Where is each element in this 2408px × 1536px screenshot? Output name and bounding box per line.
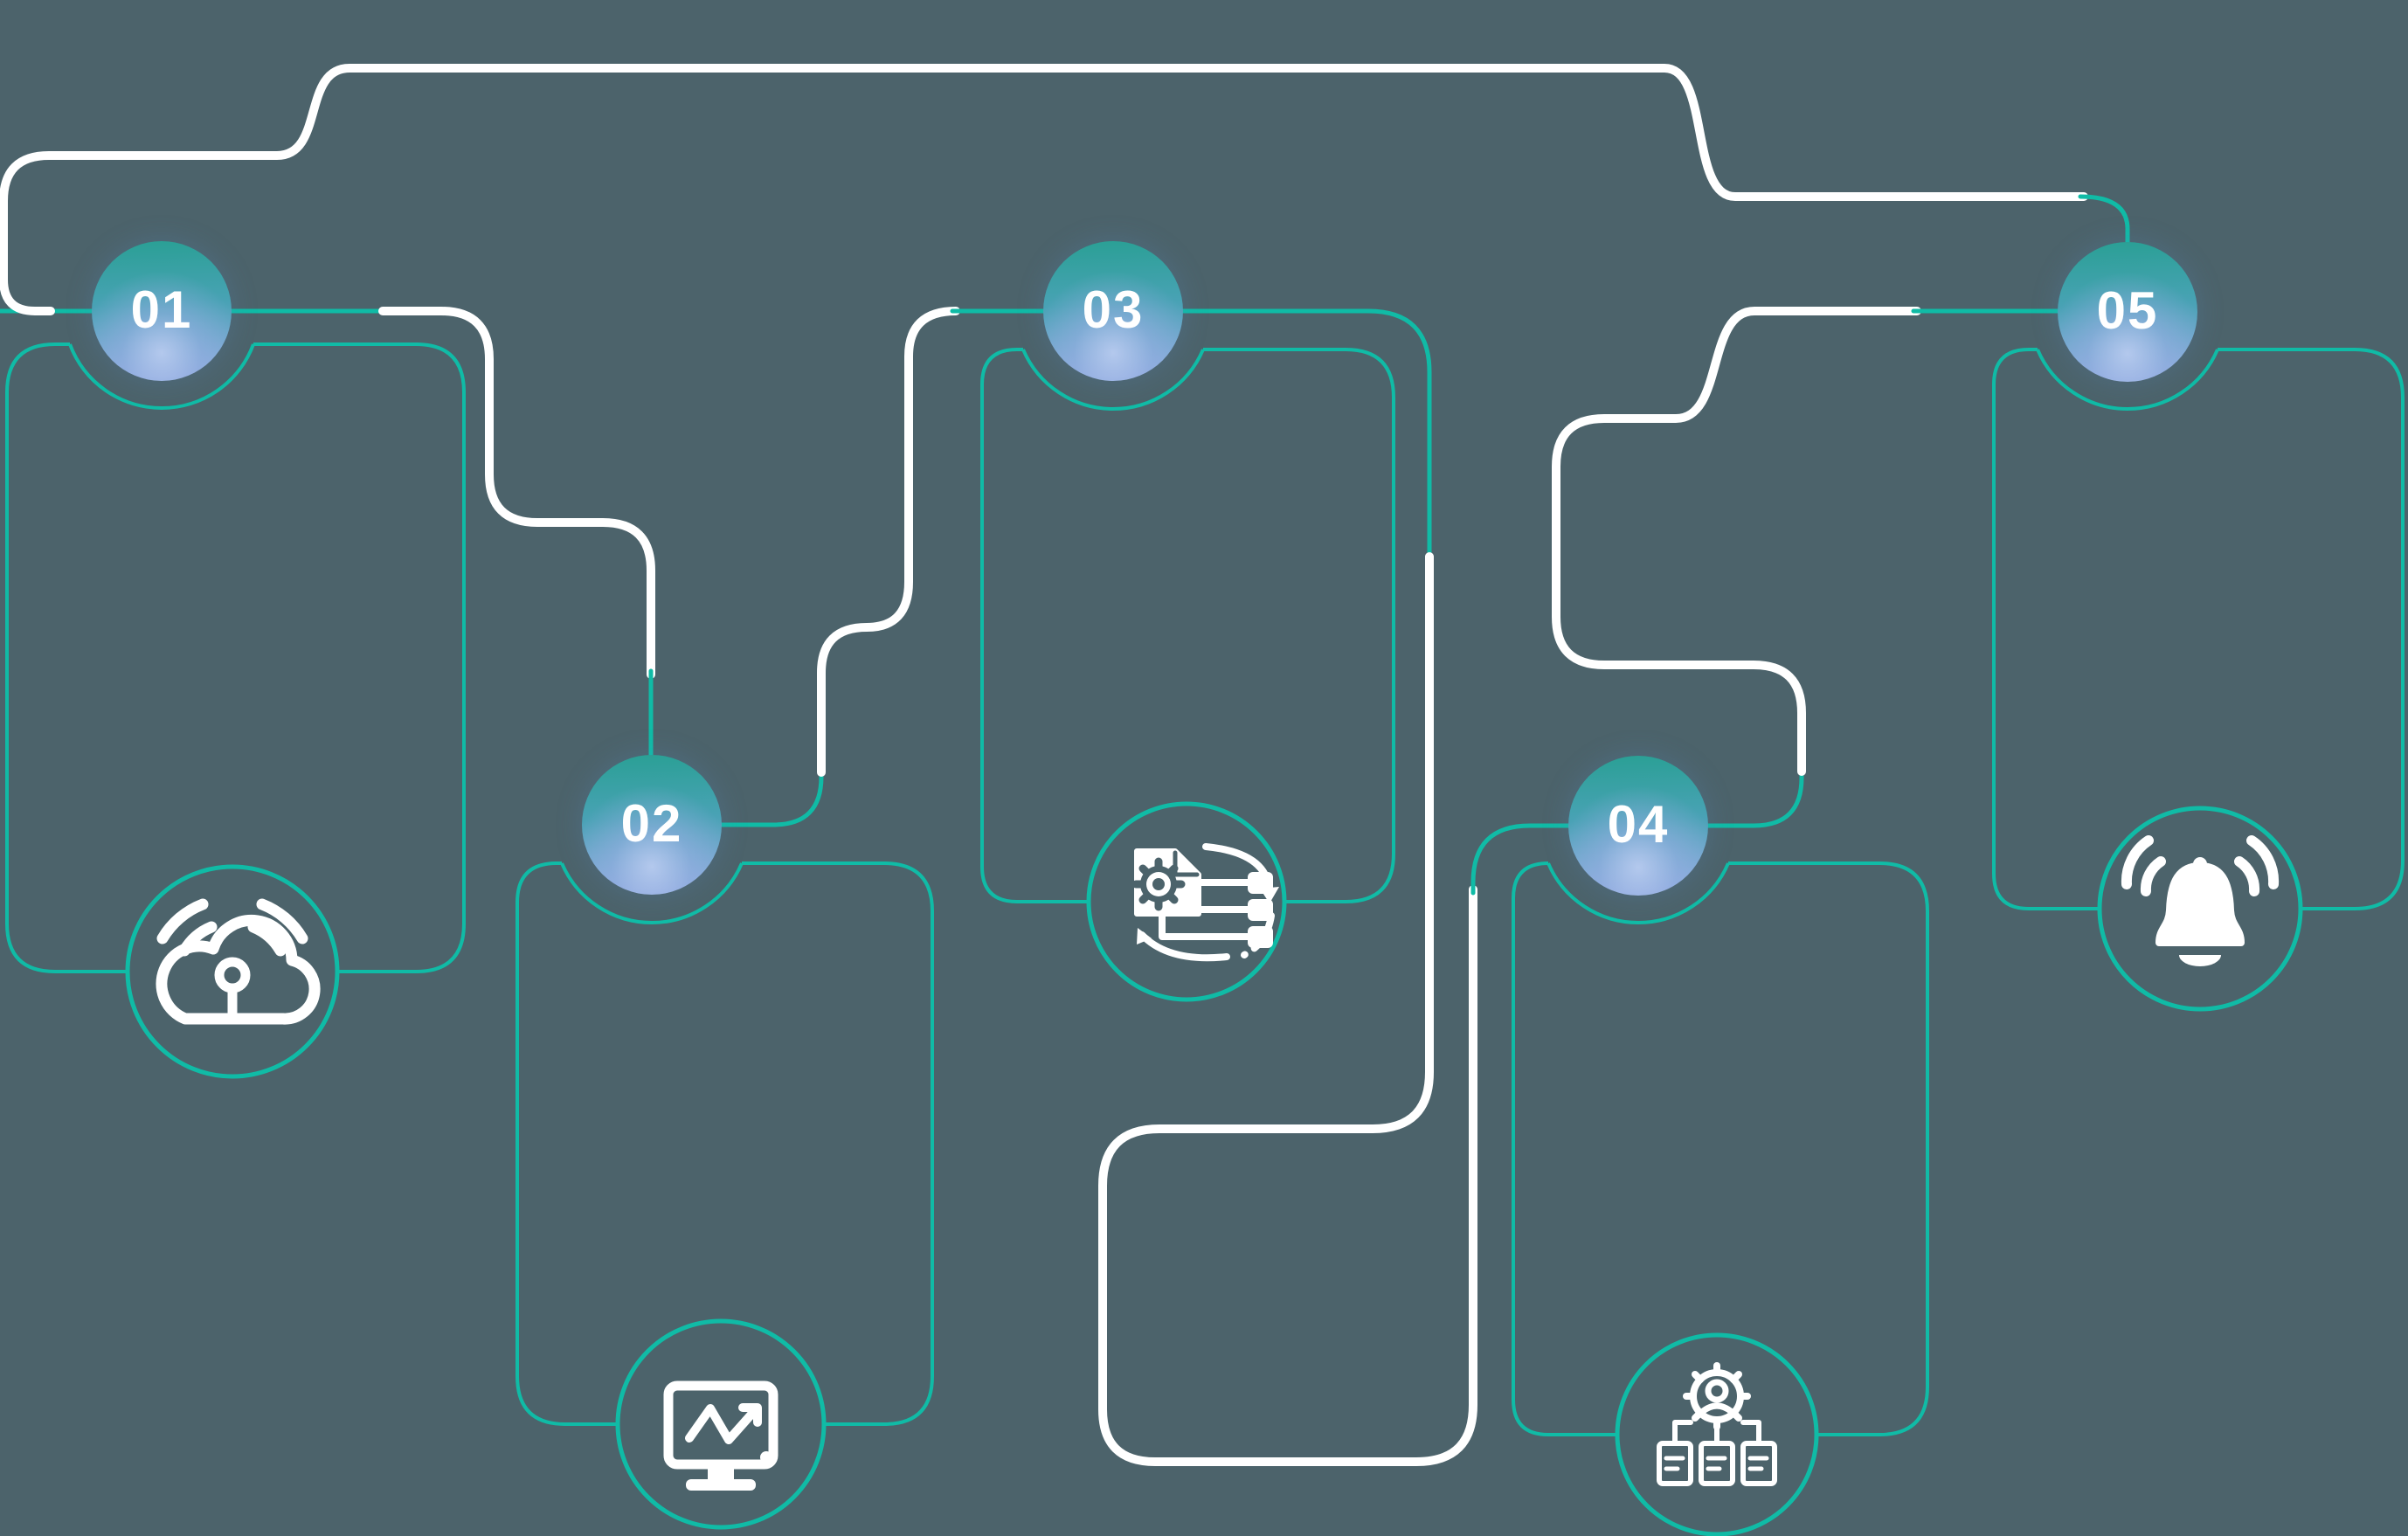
step-number-02: 02: [620, 793, 683, 853]
team-documents-icon: [1657, 1362, 1777, 1486]
connector-04-05-white: [1552, 307, 1921, 776]
connector-03-04-white: [1098, 552, 1477, 1466]
step-number-03: 03: [1082, 280, 1145, 339]
icon-circle-02: [615, 1318, 827, 1530]
step-badge-04: 04: [1568, 756, 1708, 896]
connector-02-03-teal-start: [719, 766, 824, 827]
icon-circle-05: [2097, 806, 2303, 1012]
card-step-01: [5, 342, 466, 973]
connector-01-02-white: [378, 307, 655, 679]
cloud-signal-icon: [156, 898, 321, 1025]
step-badge-05: 05: [2058, 242, 2197, 382]
step-badge-02: 02: [582, 755, 722, 895]
step-number-05: 05: [2096, 280, 2159, 340]
step-number-01: 01: [130, 280, 193, 339]
step-badge-01: 01: [92, 241, 232, 381]
monitor-chart-icon: [663, 1380, 778, 1491]
connector-04-05-teal-start: [1706, 765, 1804, 828]
connector-top-route-white: [0, 64, 2088, 315]
card-step-04: [1512, 861, 1929, 1436]
icon-circle-04: [1615, 1332, 1819, 1536]
card-step-02: [516, 861, 934, 1426]
connector-03-04-teal-end: [1470, 823, 1572, 896]
card-step-03: [980, 348, 1395, 903]
icon-circle-03: [1086, 801, 1287, 1002]
card-step-05: [1992, 348, 2405, 910]
icon-circle-01: [125, 864, 340, 1079]
step-badge-03: 03: [1043, 241, 1183, 381]
document-process-icon: [1131, 843, 1279, 962]
connector-top-route-teal-end: [2078, 194, 2130, 246]
alert-bell-icon: [2121, 835, 2280, 966]
step-number-04: 04: [1607, 794, 1670, 854]
connector-02-03-white: [817, 307, 960, 777]
connector-03-04-teal-start: [1180, 308, 1432, 564]
